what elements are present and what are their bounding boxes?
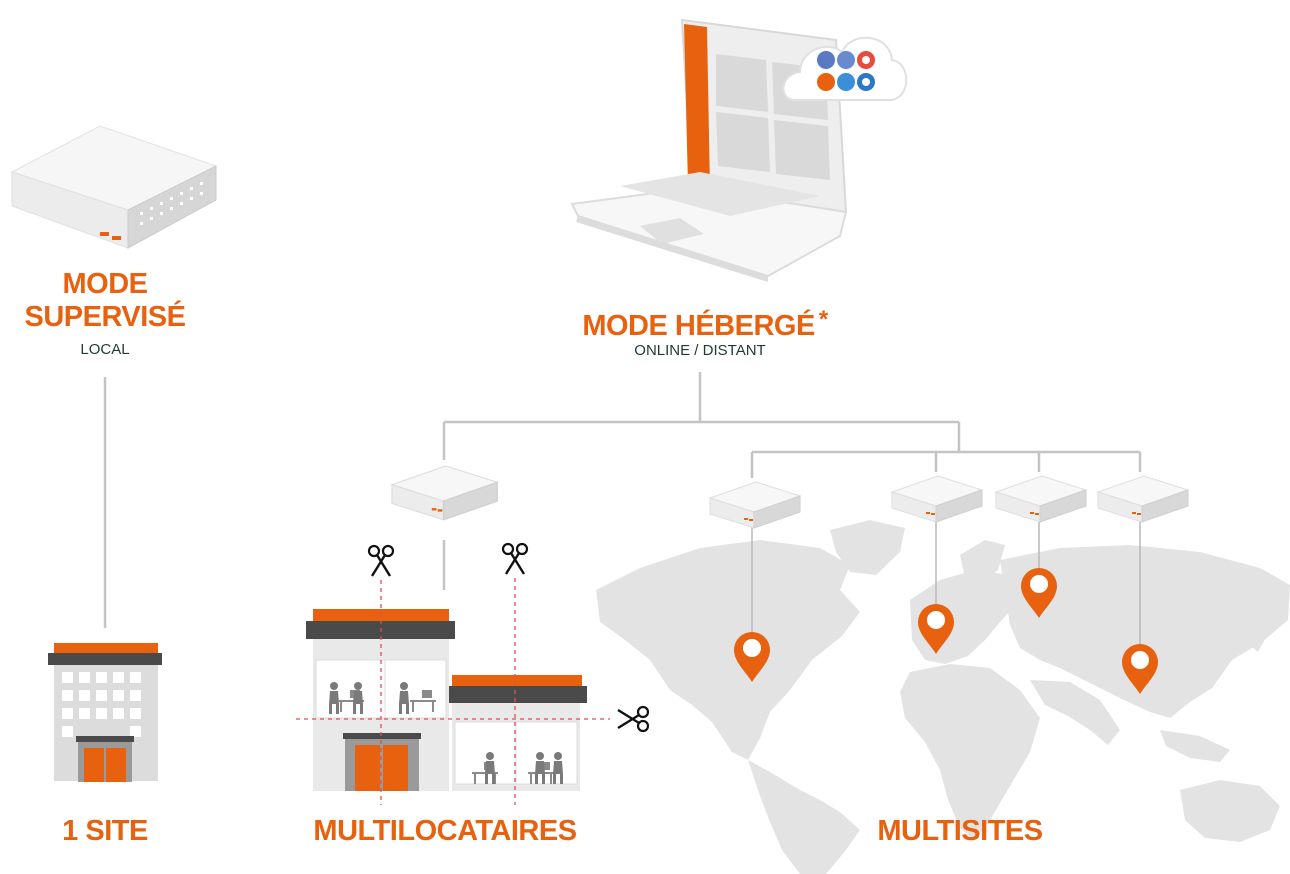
hosted-title-asterisk: * <box>818 306 828 333</box>
hosted-mode-subtitle: ONLINE / DISTANT <box>634 342 766 359</box>
scissors-icon <box>616 705 650 733</box>
server-icon <box>391 465 498 521</box>
server-icon <box>1097 475 1189 523</box>
server-icon <box>891 475 983 523</box>
server-icon <box>10 125 218 249</box>
supervised-mode-title: MODE SUPERVISÉ <box>20 268 190 334</box>
connector-lines <box>103 372 1142 628</box>
multisite-label: MULTISITES <box>877 815 1043 847</box>
server-icon <box>995 475 1087 523</box>
scissors-icon <box>367 544 395 578</box>
supervised-mode-subtitle: LOCAL <box>80 341 130 358</box>
browser-cloud-icon <box>782 36 908 101</box>
one-site-label: 1 SITE <box>62 815 148 847</box>
building-icon <box>306 609 587 791</box>
multitenant-label: MULTILOCATAIRES <box>313 815 577 847</box>
server-icon <box>709 481 801 529</box>
scissors-icon <box>501 542 529 576</box>
hosted-title-text: MODE HÉBERGÉ <box>582 310 815 342</box>
world-map <box>596 520 1290 874</box>
cut-lines <box>296 578 610 805</box>
hosted-mode-title: MODE HÉBERGÉ* <box>560 303 850 343</box>
supervised-title-line2: SUPERVISÉ <box>24 301 186 333</box>
building-icon <box>48 643 162 782</box>
supervised-title-line1: MODE <box>62 268 149 300</box>
